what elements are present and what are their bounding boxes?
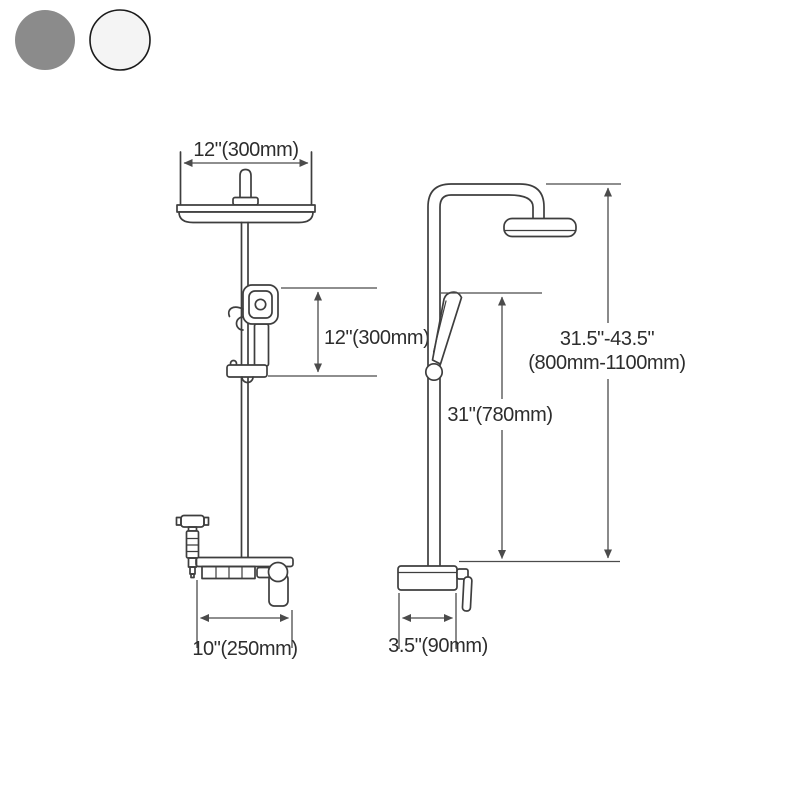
front-view-dimensions: 12"(300mm) 12"(300mm) 10"(250mm)	[183, 139, 430, 660]
shelf-mixer-valve	[195, 556, 294, 607]
color-swatches	[15, 9, 151, 71]
valve-lever	[461, 576, 473, 612]
sprayer-head-left-nub	[175, 516, 182, 526]
dim-shelf-width-label: 10"(250mm)	[192, 638, 297, 660]
head-side-body	[503, 217, 577, 238]
rain-shower-head-side	[503, 217, 577, 238]
dim-valve-depth-label: 3.5"(90mm)	[388, 635, 488, 657]
riser-pipe-outer	[427, 183, 545, 567]
dim-valve-depth: 3.5"(90mm)	[388, 593, 488, 657]
holder-outer	[242, 284, 279, 325]
clamp-lower-joint	[241, 376, 254, 384]
side-view-drawing	[397, 183, 577, 612]
button-row-dividers	[215, 565, 243, 580]
mixer-knob	[267, 561, 289, 583]
wand-mount-knob	[424, 362, 444, 382]
sprayer-grip-ribs	[185, 537, 200, 553]
wall-valve-side	[397, 565, 473, 612]
bidet-sprayer	[175, 514, 210, 579]
dim-slide-height-label: 12"(300mm)	[324, 327, 429, 349]
valve-body	[397, 565, 458, 591]
rail-slider-clamp	[226, 359, 268, 384]
head-stem	[239, 168, 252, 201]
holder-wall-hook	[227, 306, 244, 331]
front-view-drawing	[175, 151, 316, 607]
dim-rail-height-label: 31"(780mm)	[447, 404, 552, 426]
sprayer-head-right-nub	[203, 516, 210, 526]
hook-roller	[235, 316, 244, 331]
hand-shower-side	[424, 291, 463, 382]
hook-curl	[227, 306, 244, 318]
color-swatch-white[interactable]	[89, 9, 151, 71]
dim-head-width: 12"(300mm)	[183, 139, 309, 167]
holder-button	[254, 298, 267, 311]
wand-face-line	[432, 300, 447, 353]
sprayer-nozzle	[189, 566, 196, 575]
head-tray-rim	[176, 204, 316, 213]
holder-inner	[248, 290, 273, 319]
rain-shower-head-front	[176, 151, 316, 224]
sprayer-head	[180, 514, 205, 528]
dim-total-height-label-mm: (800mm-1100mm)	[528, 352, 685, 374]
dim-head-width-label: 12"(300mm)	[193, 139, 298, 161]
hand-shower-wand	[431, 291, 463, 365]
riser-pipe-inner	[439, 194, 534, 567]
head-tray-bowl	[178, 211, 314, 224]
hand-shower-handle	[253, 323, 270, 367]
dim-slide-height: 12"(300mm)	[268, 287, 430, 377]
head-stem-collar	[232, 196, 259, 206]
sprayer-tip	[190, 573, 195, 579]
dim-total-height-label-inches: 31.5"-43.5"	[560, 328, 655, 350]
dim-rail-height: 31"(780mm)	[441, 292, 553, 559]
side-view-dimensions: 31"(780mm) 31.5"-43.5" (800mm-1100mm) 3.…	[388, 183, 686, 657]
hand-shower-holder	[242, 284, 279, 325]
color-swatch-gray[interactable]	[15, 10, 75, 70]
valve-lever-hub	[456, 568, 469, 580]
dim-total-height: 31.5"-43.5" (800mm-1100mm)	[459, 183, 686, 563]
clamp-body	[226, 364, 268, 378]
dim-shelf-width: 10"(250mm)	[192, 580, 298, 660]
